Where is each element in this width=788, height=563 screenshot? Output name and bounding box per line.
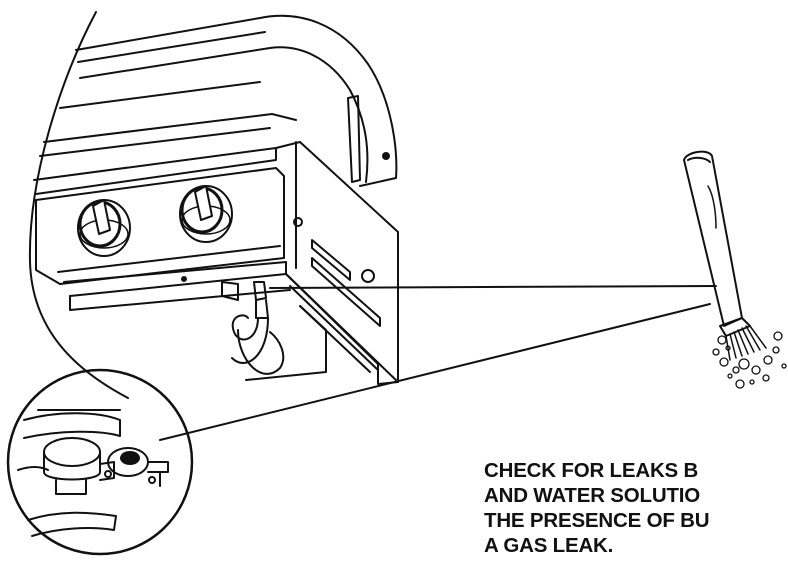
caption-line: THE PRESENCE OF BU xyxy=(484,509,710,532)
control-knob-icon xyxy=(77,199,131,257)
gas-hose-icon xyxy=(221,281,285,375)
brush-bristles xyxy=(725,325,767,361)
grill-lid xyxy=(39,14,398,187)
regulator-valve-icon xyxy=(43,437,169,495)
leader-line-brush-bottom xyxy=(159,303,711,441)
caption-line: CHECK FOR LEAKS B xyxy=(484,459,699,482)
control-knob-icon xyxy=(179,185,233,243)
caption-line: AND WATER SOLUTIO xyxy=(484,484,701,507)
bubble-icon xyxy=(712,331,787,389)
magnified-inset xyxy=(6,368,194,556)
caption-line: A GAS LEAK. xyxy=(484,534,614,557)
leak-check-caption: CHECK FOR LEAKS B AND WATER SOLUTIO THE … xyxy=(484,458,788,558)
cutout-boundary xyxy=(28,11,129,399)
control-panel xyxy=(33,147,287,297)
leader-line-brush-top xyxy=(269,285,717,289)
